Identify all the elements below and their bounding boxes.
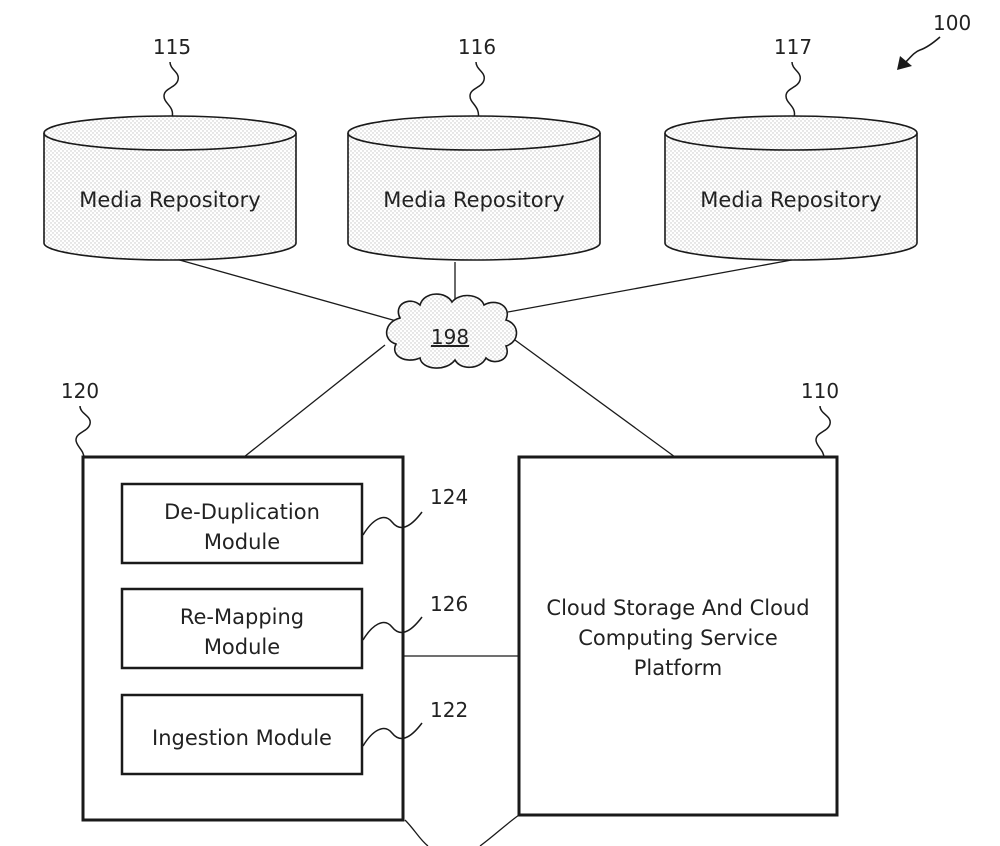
repository-116: Media Repository xyxy=(347,115,601,261)
module-label: De-Duplication xyxy=(164,500,320,524)
system-ref: 120 xyxy=(61,379,99,403)
cloud-icon xyxy=(385,293,518,369)
repository-label: Media Repository xyxy=(79,188,260,212)
repository-ref: 115 xyxy=(153,35,191,59)
ingestion-module-box xyxy=(120,693,364,776)
platform-label: Computing Service xyxy=(578,626,778,650)
platform-box xyxy=(517,455,839,817)
repository-117: Media Repository xyxy=(664,115,918,261)
platform-label: Cloud Storage And Cloud xyxy=(546,596,809,620)
repository-115: Media Repository xyxy=(43,115,297,261)
repository-ref: 117 xyxy=(774,35,812,59)
platform-label: Platform xyxy=(634,656,723,680)
module-ref: 124 xyxy=(430,485,468,509)
module-leader xyxy=(362,722,423,747)
figure-ref-arrow xyxy=(901,36,941,67)
platform-leader xyxy=(815,405,831,459)
figure-ref-arrowhead-icon xyxy=(897,56,912,70)
module-leader xyxy=(362,511,423,536)
module-ref: 122 xyxy=(430,698,468,722)
re-mapping-module-box xyxy=(120,587,364,670)
figure-ref-label: 100 xyxy=(933,11,971,35)
module-ref: 126 xyxy=(430,592,468,616)
repository-label: Media Repository xyxy=(700,188,881,212)
repository-label: Media Repository xyxy=(383,188,564,212)
repository-leaders xyxy=(163,61,801,121)
de-duplication-module-box xyxy=(120,482,364,565)
system-leader xyxy=(75,405,91,459)
connection-lines xyxy=(175,258,798,846)
network-ref: 198 xyxy=(431,325,469,349)
module-label: Re-Mapping xyxy=(180,605,304,629)
module-label: Ingestion Module xyxy=(152,726,332,750)
module-label: Module xyxy=(204,635,280,659)
module-label: Module xyxy=(204,530,280,554)
network-cloud: 198 xyxy=(385,293,518,369)
platform-ref: 110 xyxy=(801,379,839,403)
module-leader xyxy=(362,616,423,641)
repository-ref: 116 xyxy=(458,35,496,59)
